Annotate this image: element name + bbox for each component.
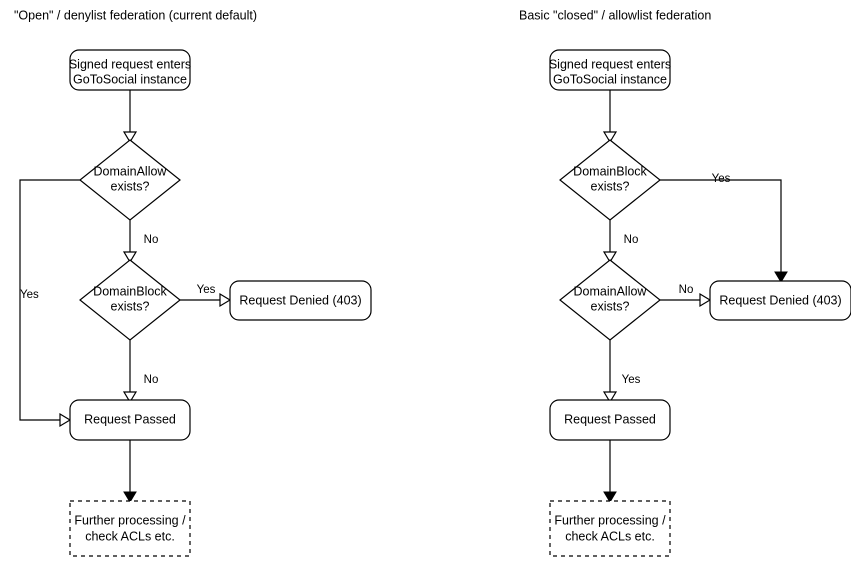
decision2-label-line2: exists? (111, 299, 150, 313)
diagram-title-open-denylist: "Open" / denylist federation (current de… (14, 8, 257, 22)
decision1-label-line1: DomainBlock (573, 164, 647, 178)
decision2-label-line1: DomainAllow (574, 284, 648, 298)
edge-passed-to-further-right (603, 440, 617, 503)
further-label-line1: Further processing / (74, 513, 186, 527)
denied-label: Request Denied (403) (239, 293, 361, 307)
edge-start-to-domainallow (122, 90, 138, 144)
edge-label-domainblock-no: No (624, 234, 639, 246)
node-decision-domainblock-left: DomainBlock exists? (79, 259, 181, 341)
edge-domainallow-no-to-domainblock: No (122, 220, 159, 264)
node-decision-domainallow-right: DomainAllow exists? (559, 259, 661, 341)
node-request-passed-left: Request Passed (69, 399, 191, 441)
decision1-label-line2: exists? (111, 179, 150, 193)
decision1-label-line1: DomainAllow (94, 164, 168, 178)
arrowhead-open-icon (602, 131, 618, 144)
arrowhead-open-icon (219, 292, 232, 308)
start-label-line1: Signed request enters (549, 57, 671, 71)
decision1-label-line2: exists? (591, 179, 630, 193)
edge-label-domainallow-yes: Yes (622, 374, 641, 386)
denied-label: Request Denied (403) (719, 293, 841, 307)
edge-label-domainallow-yes: Yes (20, 289, 39, 301)
arrowhead-open-icon (122, 391, 138, 404)
edge-domainallow-yes-to-passed: Yes (19, 179, 80, 428)
passed-label: Request Passed (84, 412, 176, 426)
edge-domainblock-yes-to-denied: Yes (660, 173, 788, 283)
further-box (69, 500, 191, 557)
arrowhead-open-icon (602, 251, 618, 264)
edge-domainblock-no-to-domainallow: No (602, 220, 639, 264)
edge-label-domainblock-yes: Yes (712, 173, 731, 185)
further-label-line1: Further processing / (554, 513, 666, 527)
arrowhead-open-icon (699, 292, 712, 308)
arrowhead-filled-icon (123, 491, 137, 503)
arrowhead-open-icon (59, 412, 72, 428)
diagram-open-denylist: "Open" / denylist federation (current de… (14, 8, 372, 557)
edge-label-domainblock-no: No (144, 374, 159, 386)
diagram-title-closed-allowlist: Basic "closed" / allowlist federation (519, 8, 711, 22)
node-further-processing-left: Further processing / check ACLs etc. (69, 500, 191, 557)
arrowhead-filled-icon (603, 491, 617, 503)
passed-label: Request Passed (564, 412, 656, 426)
edge-domainallow-yes-to-passed: Yes (602, 340, 641, 404)
edge-start-to-domainblock (602, 90, 618, 144)
further-box (549, 500, 671, 557)
further-label-line2: check ACLs etc. (565, 529, 655, 543)
further-label-line2: check ACLs etc. (85, 529, 175, 543)
denied-box (229, 280, 372, 321)
arrowhead-open-icon (122, 251, 138, 264)
edge-label-domainblock-yes: Yes (197, 284, 216, 296)
start-label-line1: Signed request enters (69, 57, 191, 71)
node-request-denied-left: Request Denied (403) (229, 280, 372, 321)
node-decision-domainallow-left: DomainAllow exists? (79, 139, 181, 221)
edge-domainblock-yes-to-denied: Yes (180, 284, 232, 308)
edge-domainallow-no-to-denied: No (660, 284, 712, 308)
node-request-denied-right: Request Denied (403) (709, 280, 851, 321)
edge-domainblock-no-to-passed: No (122, 340, 159, 404)
node-start-left: Signed request enters GoToSocial instanc… (69, 49, 191, 91)
arrowhead-open-icon (602, 391, 618, 404)
denied-box (709, 280, 851, 321)
start-label-line2: GoToSocial instance (73, 72, 187, 86)
node-start-right: Signed request enters GoToSocial instanc… (549, 49, 671, 91)
arrowhead-filled-icon (774, 271, 788, 283)
node-decision-domainblock-right: DomainBlock exists? (559, 139, 661, 221)
edge-label-domainallow-no: No (144, 234, 159, 246)
arrowhead-open-icon (122, 131, 138, 144)
decision2-label-line1: DomainBlock (93, 284, 167, 298)
decision2-label-line2: exists? (591, 299, 630, 313)
node-request-passed-right: Request Passed (549, 399, 671, 441)
start-label-line2: GoToSocial instance (553, 72, 667, 86)
edge-label-domainallow-no: No (679, 284, 694, 296)
node-further-processing-right: Further processing / check ACLs etc. (549, 500, 671, 557)
diagram-closed-allowlist: Basic "closed" / allowlist federation Si… (519, 8, 851, 557)
edge-passed-to-further-left (123, 440, 137, 503)
